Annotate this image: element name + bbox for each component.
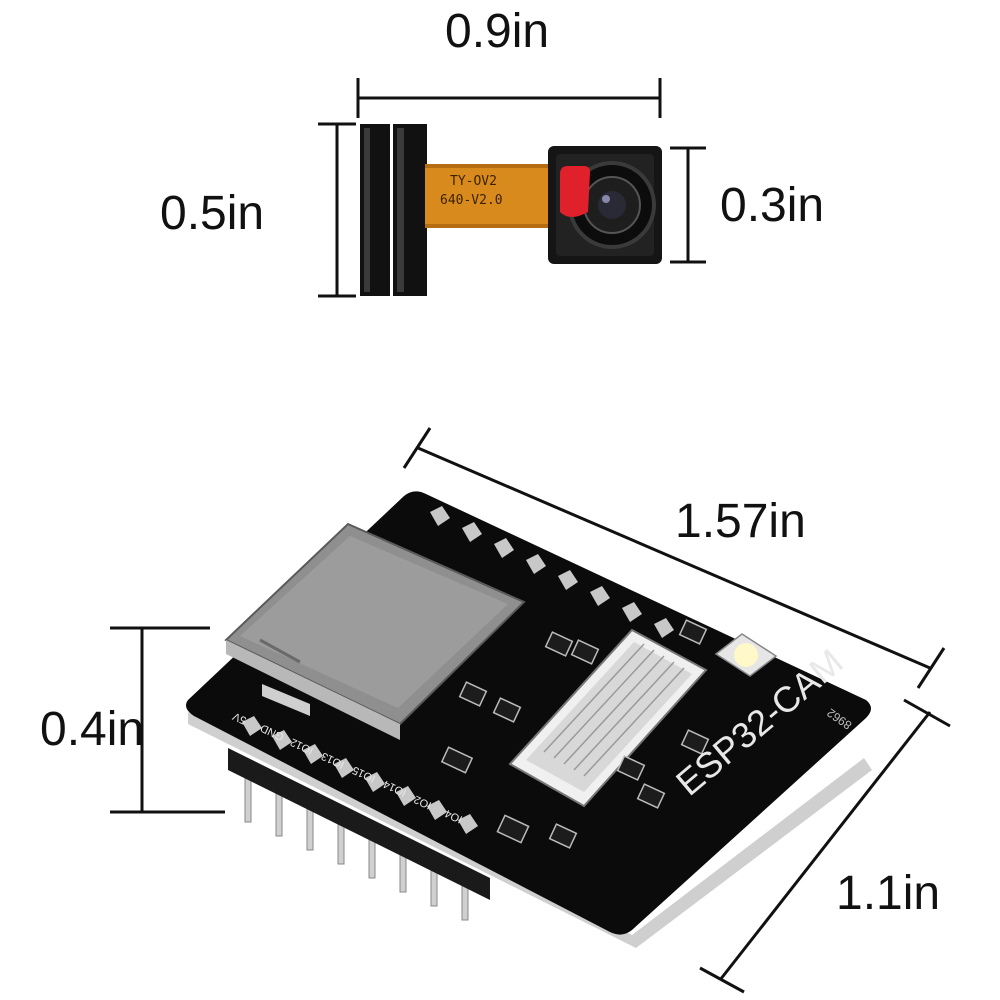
camera-connector xyxy=(360,124,427,296)
pin-height-label: 0.4in xyxy=(40,703,145,756)
board-length-dimension-line xyxy=(402,427,946,689)
camera-width-label: 0.9in xyxy=(445,5,550,58)
camera-lens-height-line xyxy=(670,146,706,264)
camera-connector-height-line xyxy=(318,122,356,298)
pin-stubs-top xyxy=(430,506,674,638)
flex-cable-line2: 640-V2.0 xyxy=(440,193,503,208)
header-strip xyxy=(228,748,490,900)
pin-label: IO15 xyxy=(350,763,378,785)
camera-lens-height-label: 0.3in xyxy=(720,179,825,232)
board-length-label: 1.57in xyxy=(675,495,806,548)
camera-width-dimension-line xyxy=(356,78,662,118)
pin-label: GND xyxy=(258,721,286,743)
board-width-dimension-line xyxy=(699,698,951,994)
pin-stubs-bottom xyxy=(242,716,478,834)
pcb-edge xyxy=(188,712,872,948)
pin-label: 5V xyxy=(231,709,249,727)
camera-connector-height-label: 0.5in xyxy=(160,187,265,240)
pin-label: IO4 xyxy=(443,806,465,826)
pin-label: IO13 xyxy=(319,749,347,771)
header-pins xyxy=(244,769,469,921)
fpc-connector xyxy=(508,628,708,808)
board-width-label: 1.1in xyxy=(836,867,941,920)
flex-cable-text: TY-OV2 640-V2.0 xyxy=(440,172,550,210)
camera-protective-tab xyxy=(560,166,590,217)
pin-label: IO14 xyxy=(381,777,409,799)
pin-label: IO12 xyxy=(288,735,316,757)
microsd-slot xyxy=(224,522,526,740)
camera-flex-cable xyxy=(425,164,555,228)
pin-label: IO2 xyxy=(412,792,434,812)
flash-led xyxy=(714,633,778,677)
pin-height-dimension-line xyxy=(110,626,225,814)
flex-cable-line1: TY-OV2 xyxy=(450,174,497,189)
smd-components xyxy=(440,619,710,849)
